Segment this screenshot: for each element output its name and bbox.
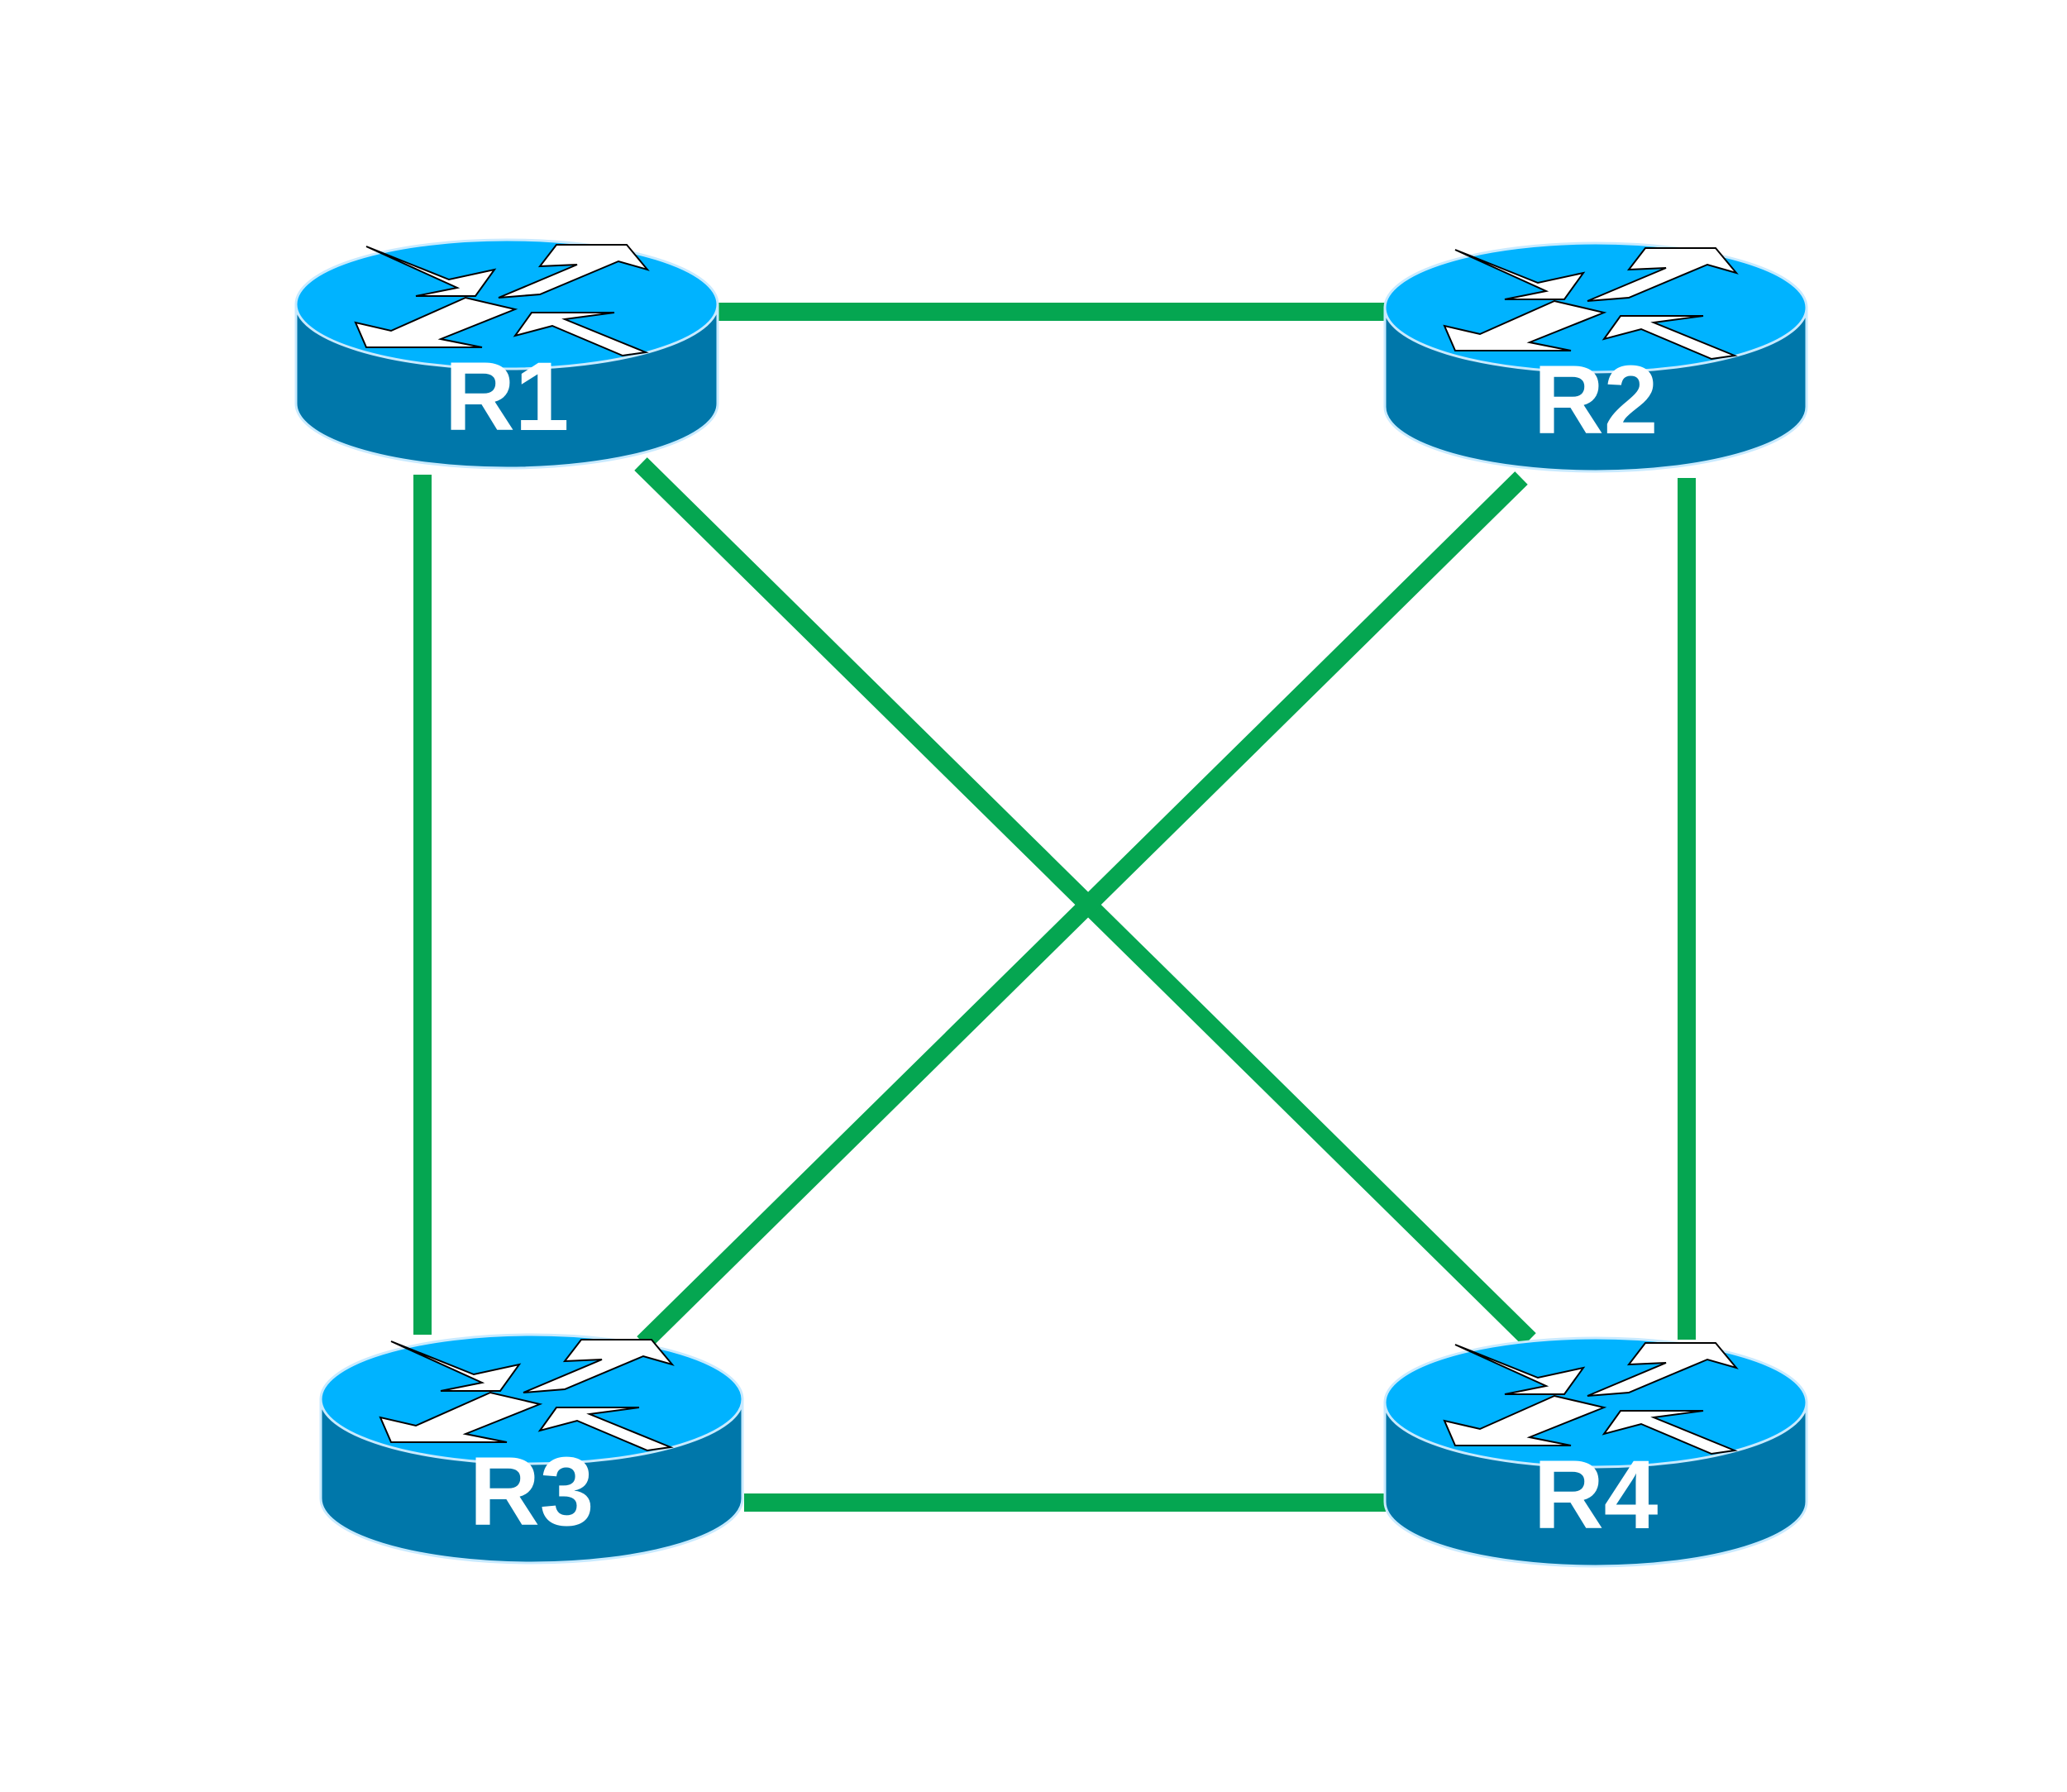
link-r2-r3 (637, 471, 1528, 1350)
router-r4[interactable]: R4 (1383, 1336, 1808, 1568)
router-label: R4 (1534, 1441, 1659, 1550)
router-r1[interactable]: R1 (294, 238, 719, 470)
router-label: R2 (1534, 346, 1659, 455)
router-r2[interactable]: R2 (1383, 241, 1808, 473)
router-label: R1 (445, 342, 570, 452)
links-layer (413, 303, 1696, 1512)
router-label: R3 (470, 1437, 594, 1546)
router-r3[interactable]: R3 (319, 1333, 744, 1565)
